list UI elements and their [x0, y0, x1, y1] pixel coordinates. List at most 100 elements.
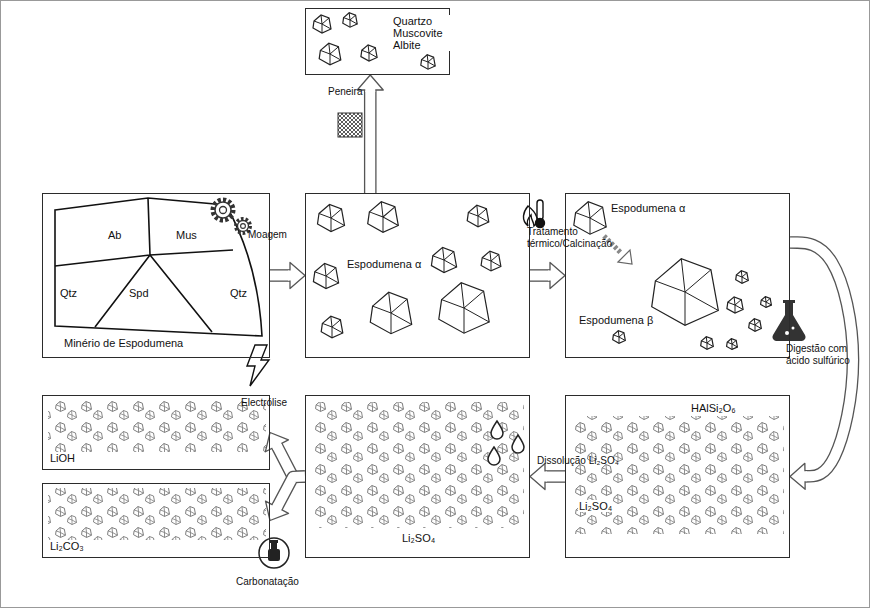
arrow-shaft	[365, 90, 375, 193]
crystal	[361, 45, 377, 61]
flow-arrow	[530, 263, 565, 289]
crystal	[439, 283, 489, 333]
arrow-joint	[276, 444, 278, 447]
flow-arrow	[530, 464, 565, 490]
crystal	[313, 15, 331, 33]
arrow-shaft	[530, 271, 550, 281]
crystal	[421, 55, 435, 69]
arrow-head	[290, 263, 305, 289]
step-label: Moagem	[248, 229, 287, 241]
node-label: Li₂SO₄	[401, 532, 436, 544]
mineral-label: Ab	[108, 229, 121, 241]
crystal-field	[48, 488, 266, 540]
crystal	[652, 259, 719, 326]
crystal	[370, 292, 411, 333]
arrow-shaft-outline	[277, 477, 305, 508]
sieve-icon	[338, 113, 362, 137]
crystal	[749, 319, 762, 332]
step-label: Peneira	[328, 86, 362, 98]
arrow-head	[530, 464, 545, 490]
ore-outline	[55, 198, 262, 336]
crystal	[613, 331, 626, 344]
crystal	[321, 316, 343, 338]
crystal	[727, 339, 738, 350]
node-label: Minério de Espodumena	[63, 337, 184, 349]
arrow-joint	[288, 271, 292, 281]
node-label: Li₂SO₄	[578, 500, 613, 512]
step-label: Electrólise	[241, 397, 287, 409]
phase-change-crystals	[574, 202, 772, 350]
crystal	[574, 202, 606, 234]
arrow-joint	[365, 89, 375, 93]
process-box: Espodumena α	[305, 193, 530, 358]
drops-icon	[488, 421, 524, 465]
crystal-field	[312, 402, 524, 528]
crystal	[727, 297, 743, 313]
flow-arrow	[270, 263, 305, 289]
step-label: Carbonatação	[236, 576, 299, 588]
node-label: Espodumena α	[610, 202, 686, 214]
lightning-icon	[247, 345, 269, 386]
crystal	[761, 297, 772, 308]
step-label: Tratamento térmico/Calcinação	[527, 226, 631, 250]
crystal	[368, 202, 399, 233]
crystal	[481, 251, 501, 271]
crystal-field	[48, 400, 266, 452]
transition-arrow-head	[618, 250, 632, 264]
step-label: Digestão com ácido sulfúrico	[786, 343, 862, 367]
crystal	[319, 43, 341, 65]
arrow-shaft-outline	[270, 269, 290, 282]
arrow-joint	[548, 271, 552, 281]
mineral-label: Spd	[129, 287, 149, 299]
arrow-shaft	[277, 477, 305, 508]
spodumene-alpha-crystals	[313, 202, 501, 338]
process-box: Li₂SO₄	[305, 395, 530, 558]
arrow-shaft-outline	[545, 470, 565, 483]
crystal	[431, 247, 456, 272]
mineral-label: Qtz	[230, 287, 247, 299]
crystal	[343, 13, 357, 27]
arrow-head	[266, 501, 289, 520]
crystal	[313, 263, 338, 288]
arrow-joint	[276, 505, 278, 508]
node-label: Quartzo Muscovite Albite	[392, 15, 450, 51]
mineral-label: Qtz	[60, 287, 77, 299]
node-label: Espodumena α	[346, 258, 422, 270]
node-label: LiOH	[49, 452, 76, 464]
arrow-joint	[544, 472, 548, 482]
arrow-head	[790, 463, 805, 489]
gears-icon	[213, 200, 250, 233]
carbonation-icon	[259, 538, 289, 568]
arrow-shaft-outline	[530, 269, 550, 282]
mineral-label: Mus	[176, 229, 197, 241]
step-label: Dissolução Li₂SO₄	[537, 455, 619, 467]
process-box: LiOH	[42, 395, 270, 470]
process-box: Espodumena α Espodumena β	[565, 193, 790, 358]
node-label: HAlSi₂O₆	[690, 402, 737, 414]
arrow-head	[550, 263, 565, 289]
flow-arrow	[266, 477, 305, 521]
crystal	[467, 205, 489, 227]
process-box: Li₂CO₃	[42, 483, 270, 558]
crystal	[736, 271, 749, 284]
process-box: Minério de Espodumena	[42, 193, 270, 358]
ore-illustration	[55, 198, 262, 336]
crystal	[701, 337, 714, 350]
ore-grain-boundary	[55, 198, 233, 332]
process-box: HAlSi₂O₆ Li₂SO₄	[565, 395, 790, 558]
arrow-shaft	[270, 271, 290, 281]
crystal	[318, 205, 345, 232]
node-label: Li₂CO₃	[49, 540, 85, 552]
node-label: Espodumena β	[578, 314, 654, 326]
arrow-joint	[803, 471, 807, 481]
arrow-shaft	[545, 472, 565, 482]
heat-icon	[523, 200, 544, 228]
arrow-shaft-outline	[364, 90, 377, 193]
